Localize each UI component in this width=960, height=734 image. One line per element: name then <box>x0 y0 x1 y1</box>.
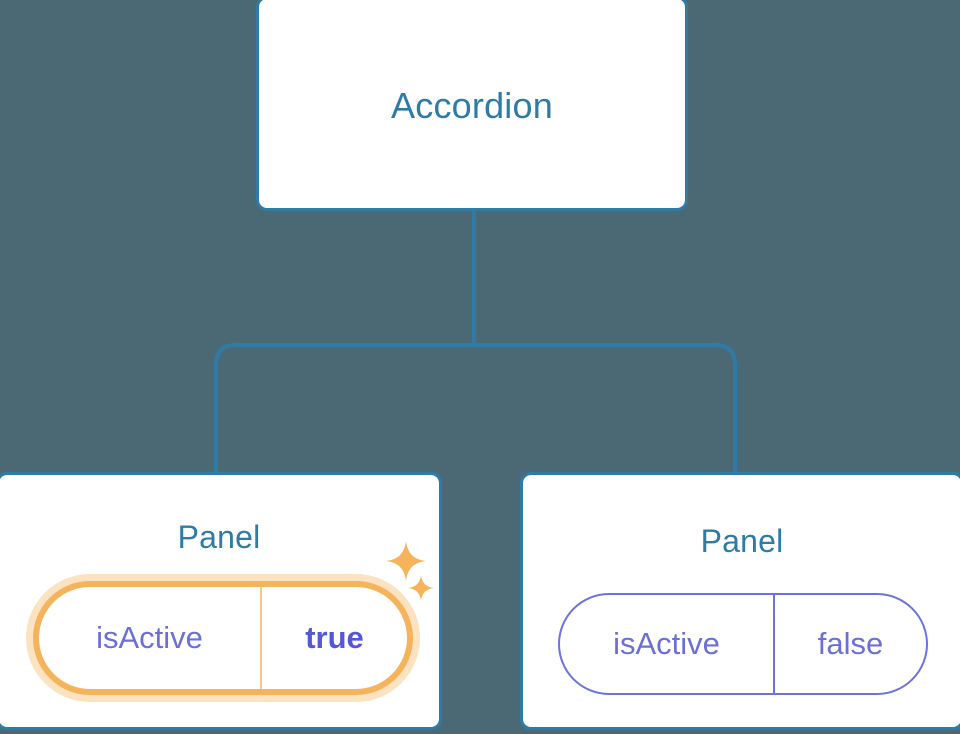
node-title-accordion: Accordion <box>391 85 553 126</box>
node-card-accordion[interactable]: Accordion <box>256 0 688 211</box>
prop-pill-isactive-false[interactable]: isActive false <box>558 593 928 695</box>
prop-pill-isactive-true[interactable]: isActive true <box>33 581 413 695</box>
prop-value-label: true <box>305 620 364 655</box>
connector-branch-right <box>474 343 737 474</box>
node-title-panel-active: Panel <box>177 519 261 555</box>
prop-key-label: isActive <box>560 595 775 693</box>
connector-branch-left <box>214 343 474 474</box>
node-card-panel-active[interactable]: Panel isActive true <box>0 472 442 730</box>
prop-value-label: false <box>817 626 884 661</box>
prop-key-label: isActive <box>39 587 262 689</box>
node-title-panel-inactive: Panel <box>700 523 784 559</box>
node-card-panel-inactive[interactable]: Panel isActive false <box>520 472 960 730</box>
